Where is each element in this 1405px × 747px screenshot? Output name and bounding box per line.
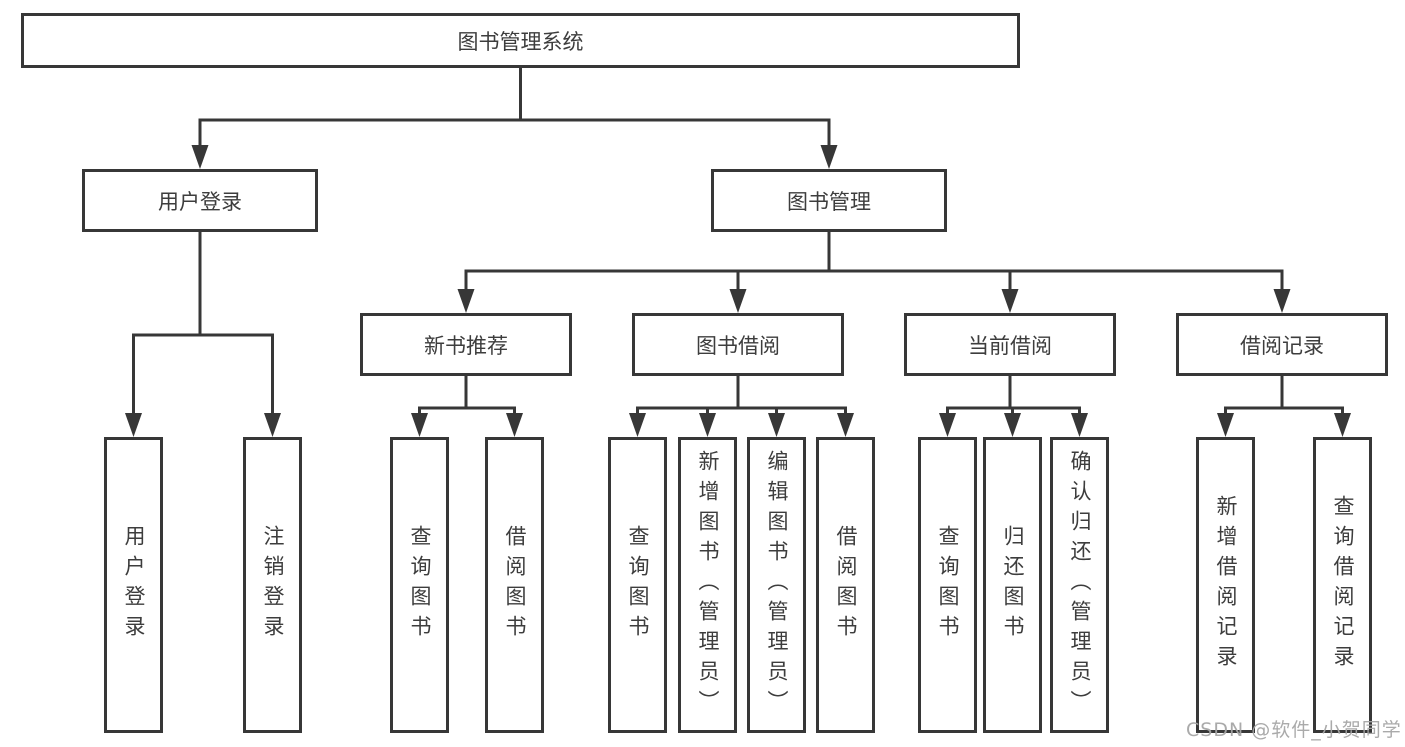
csdn-watermark: CSDN @软件_小贺同学 [1186,719,1402,741]
leaf-confirm-return-admin: 确认归还（管理员） [1050,437,1109,733]
leaf-borrow-books-recommend-label: 借阅图书 [503,525,527,645]
leaf-query-books-current: 查询图书 [918,437,977,733]
node-new-book-recommend: 新书推荐 [360,313,572,376]
leaf-query-books-current-label: 查询图书 [936,525,960,645]
node-library-management-system: 图书管理系统 [21,13,1020,68]
leaf-query-borrow-record: 查询借阅记录 [1313,437,1372,733]
leaf-logout-label: 注销登录 [261,525,285,645]
leaf-edit-book-admin-label: 编辑图书（管理员） [765,450,789,720]
leaf-add-borrow-record: 新增借阅记录 [1196,437,1255,733]
leaf-add-book-admin-label: 新增图书（管理员） [696,450,720,720]
leaf-return-book-label: 归还图书 [1001,525,1025,645]
leaf-query-books-recommend-label: 查询图书 [408,525,432,645]
leaf-borrow-books-borrow-label: 借阅图书 [834,525,858,645]
leaf-add-borrow-record-label: 新增借阅记录 [1214,495,1238,675]
node-book-management: 图书管理 [711,169,947,232]
node-current-borrow: 当前借阅 [904,313,1116,376]
leaf-confirm-return-admin-label: 确认归还（管理员） [1068,450,1092,720]
leaf-add-book-admin: 新增图书（管理员） [678,437,737,733]
leaf-query-borrow-record-label: 查询借阅记录 [1331,495,1355,675]
node-borrow-records: 借阅记录 [1176,313,1388,376]
leaf-user-login: 用户登录 [104,437,163,733]
leaf-query-books-borrow: 查询图书 [608,437,667,733]
node-book-borrow: 图书借阅 [632,313,844,376]
leaf-query-books-borrow-label: 查询图书 [626,525,650,645]
leaf-borrow-books-borrow: 借阅图书 [816,437,875,733]
leaf-logout: 注销登录 [243,437,302,733]
leaf-return-book: 归还图书 [983,437,1042,733]
leaf-edit-book-admin: 编辑图书（管理员） [747,437,806,733]
node-user-login: 用户登录 [82,169,318,232]
leaf-borrow-books-recommend: 借阅图书 [485,437,544,733]
leaf-query-books-recommend: 查询图书 [390,437,449,733]
arrowheads [125,145,1351,437]
leaf-user-login-label: 用户登录 [122,525,146,645]
